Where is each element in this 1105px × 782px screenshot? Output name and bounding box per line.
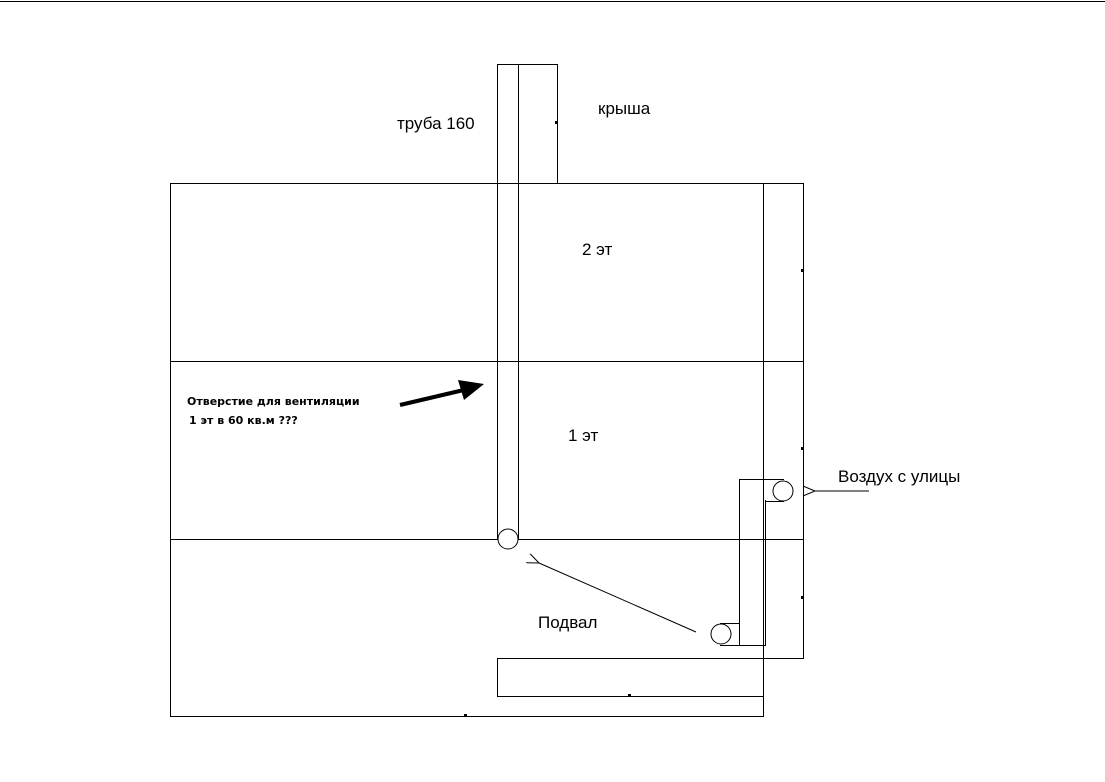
vent-pipe-160 [497, 64, 519, 540]
fresh-air-duct [720, 479, 784, 646]
basement-slab [497, 658, 764, 697]
floor1-label: 1 эт [568, 426, 598, 445]
exterior-wall [763, 183, 804, 659]
house-outline [170, 183, 804, 717]
pipe-label: труба 160 [397, 114, 475, 133]
wall-dot [801, 269, 803, 272]
slab-dot [628, 694, 631, 697]
outside-air-label: Воздух с улицы [838, 467, 960, 486]
vent-question-line2: 1 эт в 60 кв.м ??? [189, 414, 298, 427]
ventilation-hole-arrow [399, 380, 484, 407]
roof-label: крыша [598, 99, 651, 118]
floor2-label: 2 эт [582, 240, 612, 259]
basement-flow-arrow [539, 563, 697, 633]
floor-dot [464, 714, 467, 717]
duct-inlet-circle [772, 480, 794, 502]
stack-dot [555, 121, 558, 124]
duct-outlet-circle [710, 623, 732, 645]
pipe-intake-circle [497, 528, 519, 550]
wall-dot [801, 596, 803, 599]
basement-label: Подвал [538, 613, 597, 632]
vent-question-line1: Отверстие для вентиляции [187, 395, 360, 408]
wall-dot [801, 447, 803, 450]
roof-stack [497, 64, 558, 184]
